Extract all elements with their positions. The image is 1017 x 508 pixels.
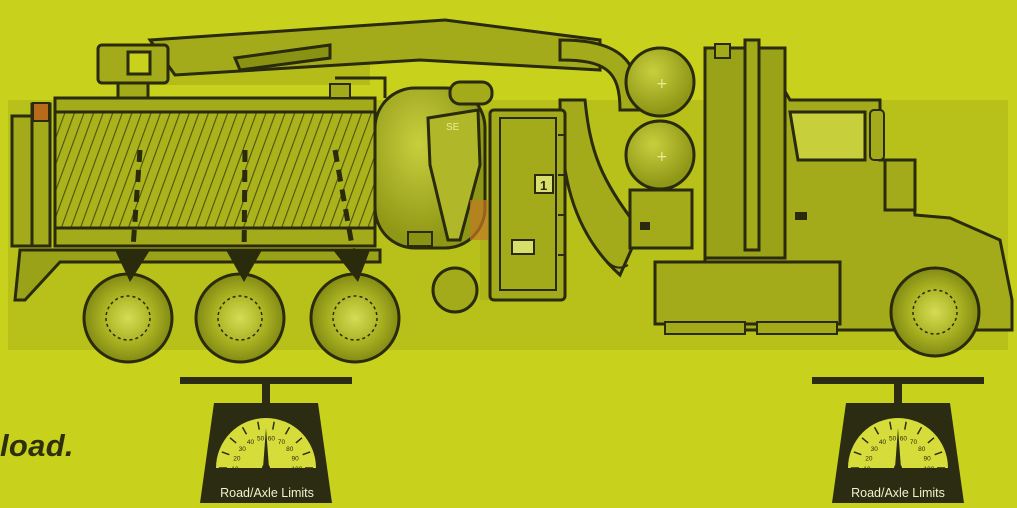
caption-text: load. xyxy=(0,428,74,464)
scale-right-label: Road/Axle Limits xyxy=(832,486,964,500)
scale-dial-label: 80 xyxy=(286,446,294,453)
scale-dial-label: 30 xyxy=(239,446,247,453)
scale-dial-label: 10 xyxy=(863,466,871,473)
scale-post xyxy=(262,384,270,406)
scale-dial-label: 50 xyxy=(889,435,897,442)
cyclone-label: SE xyxy=(446,122,460,133)
blower-spheres: + + xyxy=(626,48,694,248)
scale-dial-label: 70 xyxy=(278,439,286,446)
scale-dial-label: 50 xyxy=(257,435,265,442)
door-number: 1 xyxy=(540,178,547,193)
scale-dial-label: 100 xyxy=(292,466,303,473)
scale-dial-label: 20 xyxy=(865,455,873,462)
svg-text:+: + xyxy=(656,76,668,92)
debris-body xyxy=(12,78,385,246)
scale-platform xyxy=(180,377,352,384)
scale-dial-label: 90 xyxy=(292,455,300,462)
svg-text:+: + xyxy=(656,149,668,165)
scale-dial-label: 40 xyxy=(879,439,887,446)
scale-post xyxy=(894,384,902,406)
scale-dial-label: 100 xyxy=(924,466,935,473)
rear-axle-wheels xyxy=(84,274,399,362)
scale-dial-label: 30 xyxy=(871,446,879,453)
scale-dial-label: 20 xyxy=(233,455,241,462)
scale-needle-hub xyxy=(894,464,902,472)
scale-dial-label: 60 xyxy=(900,435,908,442)
scale-dial-label: 40 xyxy=(247,439,255,446)
scale-dial-label: 70 xyxy=(910,439,918,446)
compartment-door: 1 xyxy=(490,110,565,300)
front-wheel xyxy=(891,268,979,356)
scale-dial-label: 90 xyxy=(924,455,932,462)
scale-dial-label: 60 xyxy=(268,435,276,442)
scale-needle-hub xyxy=(262,464,270,472)
scale-platform xyxy=(812,377,984,384)
scale-dial-label: 10 xyxy=(231,466,239,473)
scale-dial-label: 80 xyxy=(918,446,926,453)
scale-left-label: Road/Axle Limits xyxy=(201,486,333,500)
